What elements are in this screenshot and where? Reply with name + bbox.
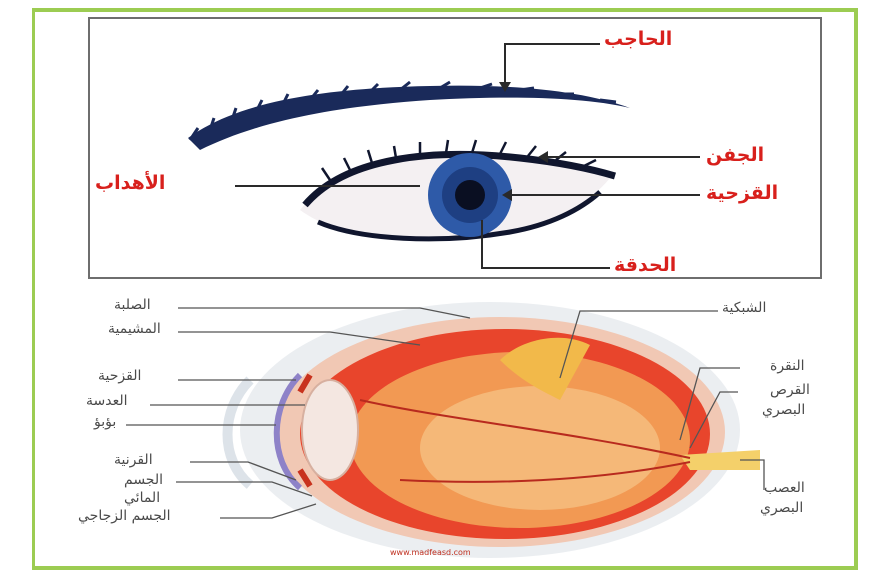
label-iris-top: القزحية (706, 182, 778, 204)
label-choroid: المشيمية (108, 321, 161, 337)
eyeball-cross-section (228, 302, 761, 558)
label-aqueous-1: الجسم (124, 472, 163, 488)
label-aqueous-2: المائي (124, 490, 160, 506)
label-pupil-bottom: بؤبؤ (94, 414, 116, 430)
label-fovea: النقرة (770, 358, 805, 374)
label-lens: العدسة (86, 393, 128, 409)
label-eyelashes: الأهداب (95, 172, 165, 194)
eyebrow-drawing (188, 82, 630, 150)
eye-drawing (300, 140, 615, 240)
label-eyelid: الجفن (706, 144, 764, 166)
label-sclera: الصلبة (114, 297, 151, 313)
label-disc-1: القرص (770, 382, 810, 398)
label-cornea: القرنية (114, 452, 153, 468)
label-nerve-1: العصب (764, 480, 805, 496)
label-vitreous: الجسم الزجاجي (78, 508, 171, 524)
label-iris-bottom: القزحية (98, 368, 141, 384)
watermark-url: www.madfeasd.com (390, 548, 471, 557)
label-disc-2: البصري (762, 402, 805, 418)
label-pupil-top: الحدقة (614, 254, 676, 276)
label-eyebrow: الحاجب (604, 28, 672, 50)
label-nerve-2: البصري (760, 500, 803, 516)
label-retina: الشبكية (722, 300, 766, 316)
